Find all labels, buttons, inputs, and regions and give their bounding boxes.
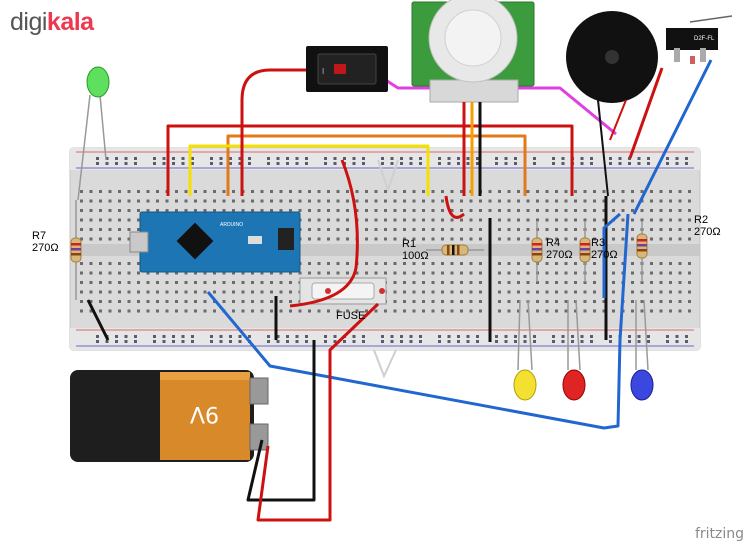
r2-value: 270Ω — [694, 226, 721, 238]
fuse-label: FUSE — [336, 310, 366, 322]
resistor-r4 — [531, 222, 543, 282]
r2-label: R2 270Ω — [694, 214, 721, 238]
buzzer — [566, 11, 658, 197]
led-red — [562, 299, 586, 401]
logo-part-1: digi — [10, 8, 47, 36]
micro-switch — [666, 15, 733, 64]
pir-sensor — [411, 0, 535, 103]
svg-text:I: I — [322, 67, 324, 76]
battery-label: 9V — [190, 401, 219, 426]
logo-part-2: kala — [46, 8, 94, 36]
r3-value: 270Ω — [591, 249, 618, 261]
r4-value: 270Ω — [546, 249, 573, 261]
r4-name: R4 — [546, 237, 561, 249]
led-blue — [630, 299, 654, 401]
battery-9v — [70, 370, 269, 462]
arduino-nano: ARDUINO — [129, 211, 301, 273]
resistor-r7 — [70, 200, 82, 300]
r1-name: R1 — [402, 238, 417, 250]
r2-name: R2 — [694, 214, 709, 226]
fritzing-watermark: fritzing — [694, 526, 744, 542]
led-green — [77, 66, 110, 201]
svg-text:ARDUINO: ARDUINO — [220, 222, 243, 228]
r7-value: 270Ω — [32, 242, 59, 254]
micro-switch-label: D2F-FL — [694, 36, 715, 42]
r1-value: 100Ω — [402, 250, 429, 262]
digikala-logo: digikala — [10, 8, 94, 37]
r7-label: R7 270Ω — [32, 230, 59, 254]
resistor-r2 — [636, 222, 648, 282]
resistor-r3 — [579, 222, 591, 282]
r7-name: R7 — [32, 230, 47, 242]
r1-label: R1 100Ω — [402, 238, 429, 262]
r3-label: R3 270Ω — [591, 237, 618, 261]
led-yellow — [513, 299, 537, 401]
rocker-switch: I — [306, 46, 388, 92]
resistor-r1 — [426, 244, 484, 256]
r3-name: R3 — [591, 237, 606, 249]
r4-label: R4 270Ω — [546, 237, 573, 261]
